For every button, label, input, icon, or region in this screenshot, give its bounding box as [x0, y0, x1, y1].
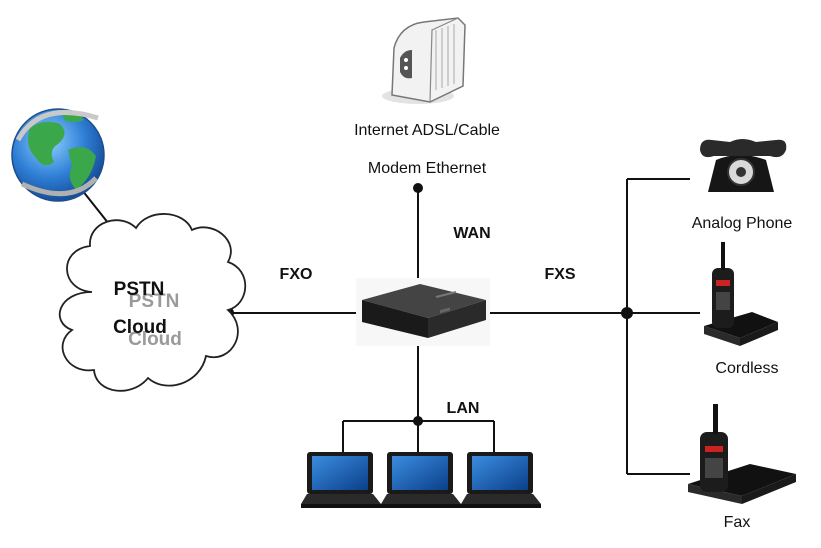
- modem-label-line2: Modem Ethernet: [368, 160, 487, 177]
- wan-label: WAN: [453, 225, 490, 242]
- modem-label-line1: Internet ADSL/Cable: [354, 122, 500, 139]
- fxo-label: FXO: [280, 266, 313, 283]
- rotary-phone-icon: [700, 139, 787, 192]
- laptop-icon: [461, 452, 541, 508]
- cordless-label: Cordless: [715, 360, 778, 377]
- junction-wan: [413, 183, 423, 193]
- laptop-icon: [381, 452, 461, 508]
- cordless-phone-icon: [704, 242, 778, 346]
- adsl-modem-icon: [382, 17, 466, 104]
- cloud-label-line1: PSTN: [114, 279, 165, 300]
- junction-fxs: [621, 307, 633, 319]
- cloud-label-line2: Cloud: [113, 317, 167, 338]
- voip-gateway-icon: [356, 278, 490, 346]
- cloud-icon: [58, 213, 247, 392]
- globe-icon: [11, 108, 105, 202]
- junction-lan: [413, 416, 423, 426]
- fax-label: Fax: [724, 514, 751, 531]
- cloud-label-line2-shadow: Cloud: [128, 329, 182, 350]
- analog-phone-label: Analog Phone: [692, 215, 793, 232]
- laptop-icon: [301, 452, 381, 508]
- fxs-label: FXS: [544, 266, 575, 283]
- lan-label: LAN: [447, 400, 480, 417]
- cloud-label-line1-shadow: PSTN: [129, 291, 180, 312]
- fax-phone-icon: [688, 404, 796, 504]
